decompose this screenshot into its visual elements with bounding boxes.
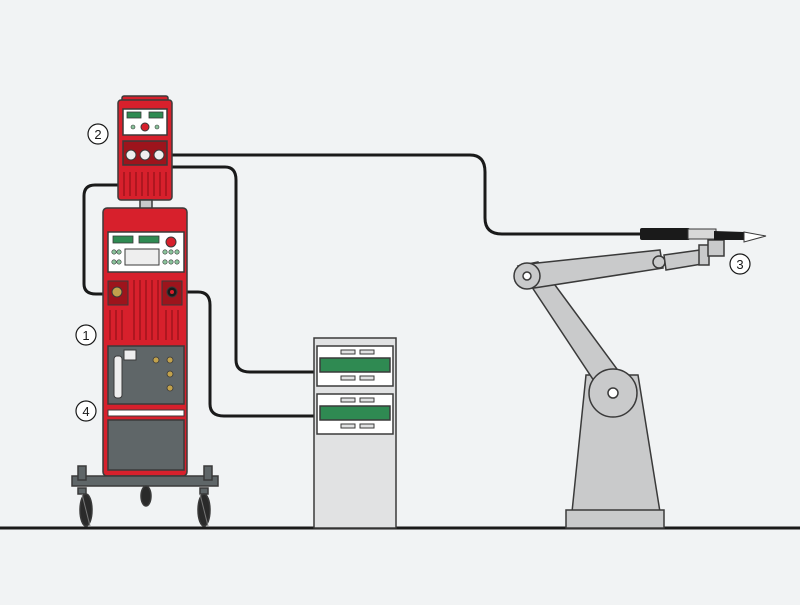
wheel-icon: [140, 485, 152, 507]
power-buttons: [111, 249, 180, 265]
feeder-vents: [123, 172, 167, 196]
trolley-post: [203, 465, 213, 481]
torch-hose-cable: [170, 153, 642, 236]
callout-power-source: 1: [75, 324, 97, 346]
module-slot: [359, 397, 375, 403]
torch-body: [714, 231, 744, 240]
coolant-connector: [152, 356, 160, 364]
coolant-connector: [166, 370, 174, 378]
callout-torch: 3: [729, 253, 751, 275]
power-vents: [109, 280, 179, 340]
power-connector: [111, 286, 123, 298]
callout-wire-feeder: 2: [87, 123, 109, 145]
torch-nozzle: [743, 231, 767, 243]
feeder-connector: [153, 149, 165, 161]
feeder-button: [154, 124, 160, 130]
cooling-stripe: [107, 409, 185, 417]
coolant-fill-cap: [123, 349, 137, 361]
power-source: [102, 207, 188, 477]
torch-icon: [640, 228, 767, 243]
module-slot: [340, 349, 356, 355]
torch-mount: [707, 239, 725, 257]
robot-shoulder-pin: [607, 387, 619, 399]
module-slot: [340, 423, 356, 429]
display-icon: [148, 111, 164, 119]
feeder-button: [130, 124, 136, 130]
welding-robot: [513, 239, 725, 529]
coolant-level-gauge: [113, 355, 123, 399]
robot-foot: [565, 509, 665, 529]
cooling-unit-lower: [107, 419, 185, 471]
trolley: [71, 465, 219, 527]
display-icon: [319, 357, 391, 373]
knob-icon: [140, 122, 150, 132]
display-icon: [126, 111, 142, 119]
torch-neck: [687, 228, 717, 240]
wheel-icon: [77, 487, 93, 527]
trolley-platform: [71, 475, 219, 487]
callout-label: 1: [82, 328, 89, 343]
module-slot: [340, 397, 356, 403]
knob-icon: [165, 236, 177, 248]
callout-label: 4: [82, 404, 89, 419]
callout-label: 2: [94, 127, 101, 142]
module-slot: [340, 375, 356, 381]
cables: [82, 153, 642, 418]
robot-elbow-pin: [522, 271, 532, 281]
wheel-icon: [197, 487, 211, 527]
wire-feeder: [117, 95, 173, 211]
robot-wrist-joint: [652, 255, 666, 269]
feeder-connector: [125, 149, 137, 161]
module-slot: [359, 349, 375, 355]
display-icon: [138, 235, 160, 244]
callout-cooling-unit: 4: [75, 400, 97, 422]
coolant-connector: [166, 384, 174, 392]
callout-label: 3: [736, 257, 743, 272]
display-icon: [112, 235, 134, 244]
feeder-control-cable: [170, 165, 318, 374]
trolley-post: [77, 465, 87, 481]
module-slot: [359, 423, 375, 429]
module-slot: [359, 375, 375, 381]
torch-hose-end: [640, 228, 690, 240]
power-lcd: [124, 248, 160, 266]
robot-control-cabinet: [313, 337, 397, 529]
feeder-connector: [139, 149, 151, 161]
coolant-connector: [166, 356, 174, 364]
display-icon: [319, 405, 391, 421]
power-control-cable: [184, 290, 318, 418]
interconnect-cable: [82, 183, 120, 296]
power-switch-mark: [170, 290, 174, 294]
